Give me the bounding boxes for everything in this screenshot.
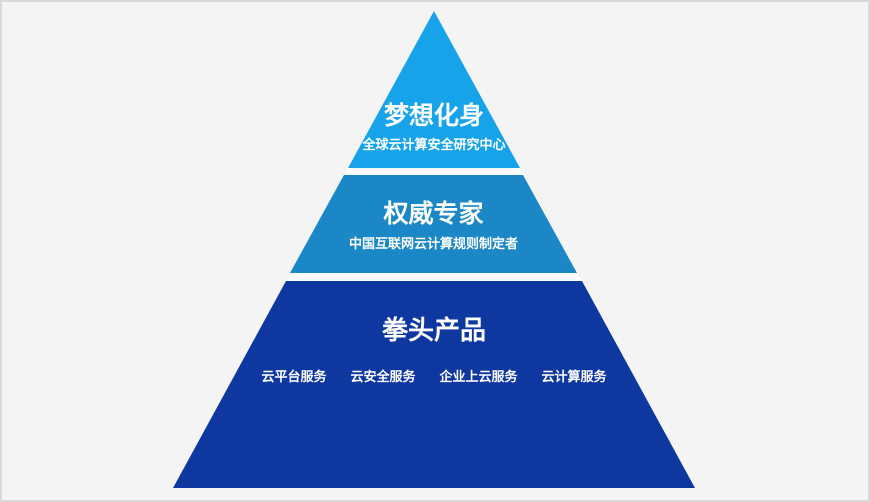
tier-top-title: 梦想化身 xyxy=(383,101,484,130)
tier-middle-subtitle: 中国互联网云计算规则制定者 xyxy=(348,237,518,252)
pyramid-tier-bottom: 拳头产品 云平台服务 云安全服务 企业上云服务 云计算服务 xyxy=(173,281,695,488)
product-item: 云计算服务 xyxy=(541,370,607,385)
pyramid-tier-top: 梦想化身 全球云计算安全研究中心 xyxy=(348,11,520,168)
tier-top-subtitle: 全球云计算安全研究中心 xyxy=(362,138,506,153)
tier-bottom-title: 拳头产品 xyxy=(381,316,486,346)
tier-middle-title: 权威专家 xyxy=(383,199,484,228)
product-item: 云平台服务 xyxy=(261,370,327,385)
tier-bottom-items: 云平台服务 云安全服务 企业上云服务 云计算服务 xyxy=(173,371,695,384)
product-item: 企业上云服务 xyxy=(439,370,518,385)
pyramid-tier-middle: 权威专家 中国互联网云计算规则制定者 xyxy=(290,175,577,273)
product-item: 云安全服务 xyxy=(350,370,416,385)
